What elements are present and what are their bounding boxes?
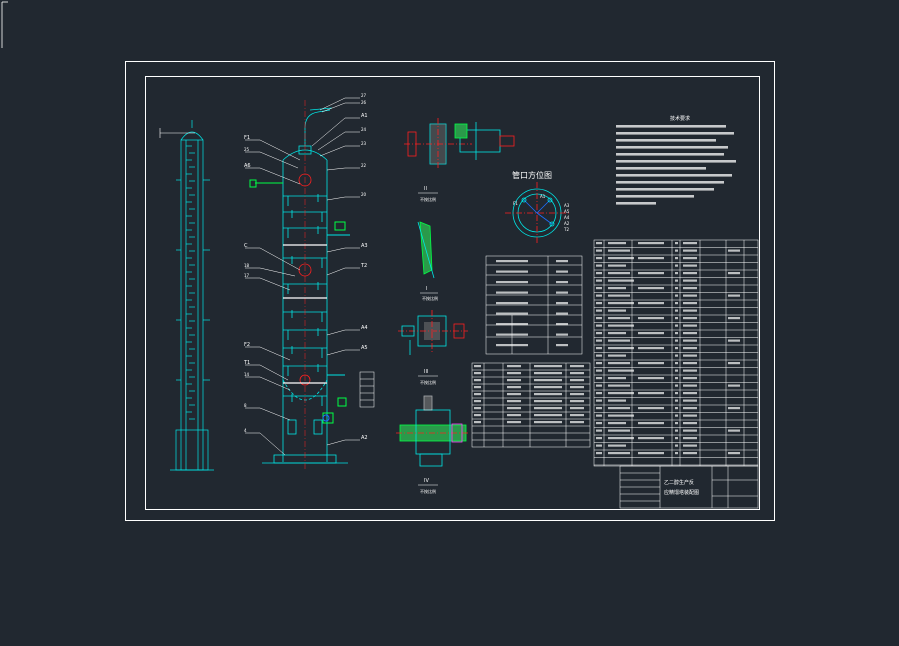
nozzle-schedule-table xyxy=(471,362,591,448)
nozzle-plan-labels: A3 A5 A4 A2 T2 F1 A1 xyxy=(513,194,570,232)
tech-req-title: 技术要求 xyxy=(670,115,690,122)
label-a1: A1 xyxy=(361,113,368,119)
svg-text:18: 18 xyxy=(244,263,250,268)
svg-text:24: 24 xyxy=(361,127,367,132)
label-a5: A5 xyxy=(361,345,368,351)
svg-text:25: 25 xyxy=(244,147,250,152)
svg-text:8: 8 xyxy=(244,403,247,408)
svg-text:20: 20 xyxy=(361,192,367,197)
svg-text:A4: A4 xyxy=(564,215,570,220)
detail-III xyxy=(398,310,468,355)
nozzle-orientation-title: 管口方位图 xyxy=(512,170,552,180)
tower-nozzles-detail xyxy=(249,179,350,424)
tower-manholes xyxy=(298,173,312,386)
svg-text:22: 22 xyxy=(361,163,367,168)
leaders-right xyxy=(311,97,360,446)
detail-iii-scale: 不按比例 xyxy=(420,379,436,385)
svg-text:T2: T2 xyxy=(563,227,569,232)
detail-iv-label: IV xyxy=(424,478,429,484)
label-f2: F2 xyxy=(244,342,250,348)
svg-text:A3: A3 xyxy=(564,203,570,208)
outer-frame xyxy=(125,61,775,521)
svg-text:27: 27 xyxy=(361,93,367,98)
title-block xyxy=(619,465,759,509)
svg-text:A5: A5 xyxy=(564,209,570,214)
detail-ii-label: II xyxy=(424,186,427,192)
detail-i-label: I xyxy=(426,286,427,292)
svg-text:23: 23 xyxy=(361,141,367,146)
tower-flanges xyxy=(283,244,327,384)
design-data-table xyxy=(485,255,583,355)
detail-II xyxy=(404,118,515,170)
nozzle-table-small xyxy=(359,371,375,408)
drawing-title-line2: 应精馏塔装配图 xyxy=(664,489,699,496)
label-a2: A2 xyxy=(361,435,368,441)
label-c: C xyxy=(244,243,248,249)
svg-text:A1: A1 xyxy=(540,194,546,199)
label-f1: F1 xyxy=(244,135,250,141)
label-t2: T2 xyxy=(360,263,367,269)
leader-labels-left: F1 25 A6 C 18 17 F2 T1 14 8 4 xyxy=(243,135,251,433)
svg-text:F1: F1 xyxy=(513,201,518,206)
detail-IV xyxy=(396,395,470,467)
tower-top-arrow xyxy=(159,128,195,138)
detail-i-scale: 不按比例 xyxy=(422,295,438,301)
tower-side-nozzles xyxy=(176,179,210,381)
tech-req-text-block xyxy=(616,125,736,205)
nozzle-orientation-plan xyxy=(505,182,569,244)
svg-text:4: 4 xyxy=(244,428,247,433)
svg-text:17: 17 xyxy=(244,273,250,278)
detail-iii-label: III xyxy=(424,369,428,375)
label-t1: T1 xyxy=(243,360,250,366)
detail-I xyxy=(417,221,435,279)
svg-text:A2: A2 xyxy=(564,221,570,226)
ucs-corner-mark xyxy=(1,1,8,48)
drawing-title-line1: 乙二醇生产反 xyxy=(664,479,694,486)
label-a6: A6 xyxy=(244,163,251,169)
detail-iv-scale: 不按比例 xyxy=(420,488,436,494)
svg-text:14: 14 xyxy=(244,372,250,377)
leaders-left xyxy=(245,139,301,456)
leader-labels-right: 27 26 A1 24 23 22 20 A3 T2 A4 A5 A2 xyxy=(360,93,368,441)
svg-text:26: 26 xyxy=(361,100,367,105)
inner-frame xyxy=(145,76,760,510)
tower-elevation-overview xyxy=(170,120,214,471)
detail-ii-scale: 不按比例 xyxy=(420,196,436,202)
parts-list-table xyxy=(593,239,759,467)
label-a4: A4 xyxy=(361,325,368,331)
label-a3: A3 xyxy=(361,243,368,249)
